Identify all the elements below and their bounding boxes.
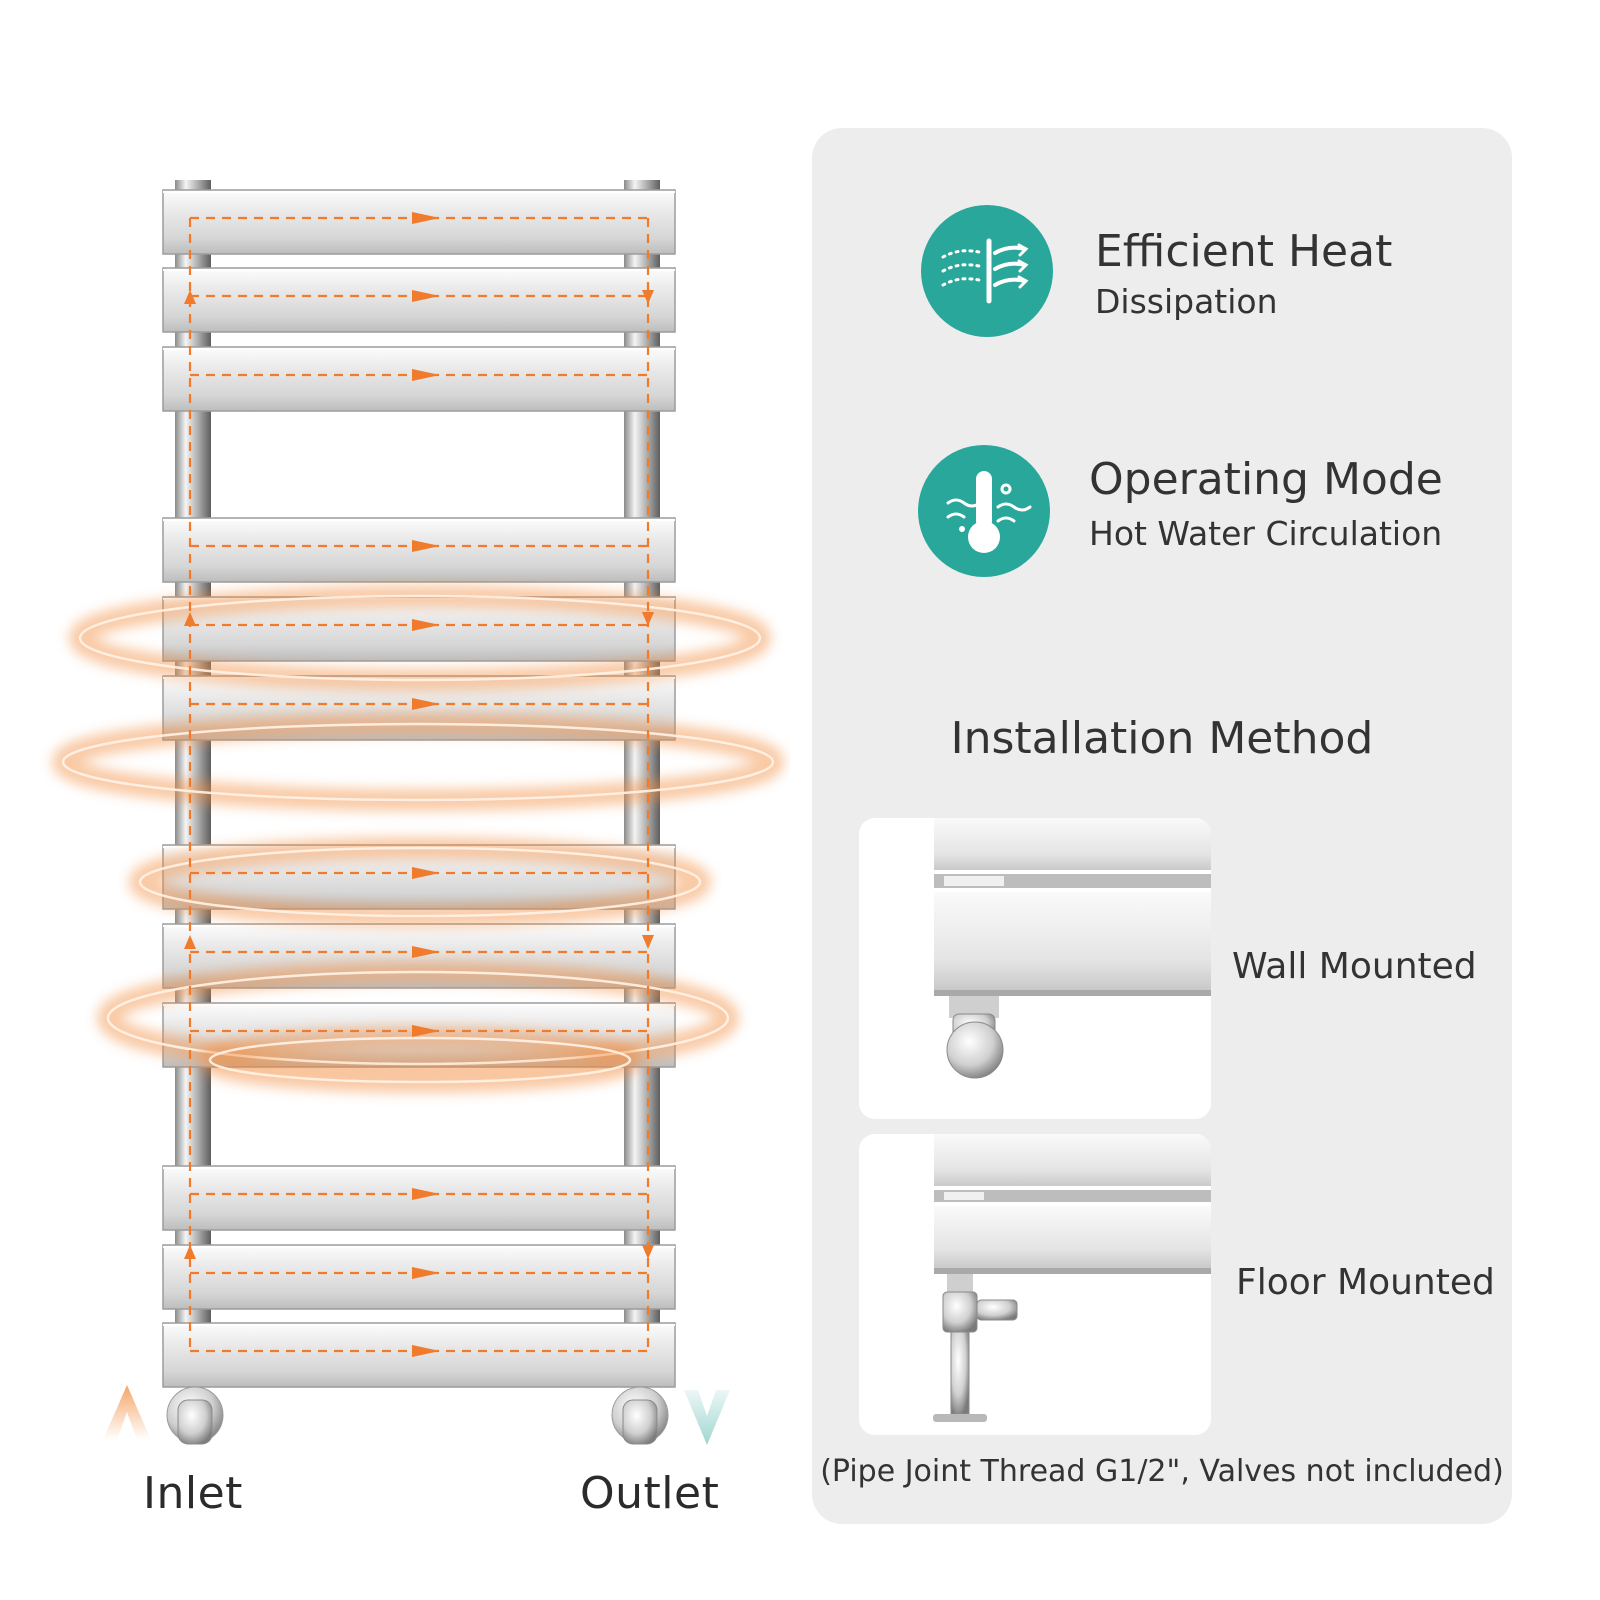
- flow-arrow-icon: [642, 935, 654, 949]
- flow-arrow-icon: [642, 1245, 654, 1259]
- flow-arrow-icon: [642, 612, 654, 626]
- flow-arrow-icon: [412, 1345, 440, 1357]
- info-panel: Efficient Heat Dissipation Operating Mod: [812, 128, 1512, 1524]
- flow-arrow-icon: [184, 612, 196, 626]
- feature-title: Operating Mode: [1089, 454, 1443, 505]
- flow-arrow-icon: [412, 1188, 440, 1200]
- floor-mounted-image: [859, 1134, 1211, 1435]
- flow-arrow-icon: [184, 290, 196, 304]
- flow-arrow-icon: [412, 1025, 440, 1037]
- flow-arrow-icon: [412, 867, 440, 879]
- heat-ring: [78, 594, 762, 682]
- flow-arrow-icon: [184, 935, 196, 949]
- flow-arrow-icon: [412, 212, 440, 224]
- water-flow-lines: [184, 212, 654, 1357]
- radiator-bar: [162, 189, 676, 255]
- inlet-arrow-icon: [103, 1385, 151, 1440]
- flow-arrow-icon: [412, 369, 440, 381]
- feature-subtitle: Dissipation: [1095, 282, 1278, 321]
- inlet-valve: [166, 1386, 224, 1445]
- installation-title: Installation Method: [950, 713, 1374, 764]
- outlet-label: Outlet: [580, 1468, 720, 1519]
- feature-title: Efficient Heat: [1095, 226, 1393, 277]
- radiator-illustration: [52, 180, 784, 1445]
- outlet-arrow-icon: [684, 1390, 730, 1445]
- flow-arrow-icon: [412, 290, 440, 302]
- pipe-thread-note: (Pipe Joint Thread G1/2", Valves not inc…: [820, 1454, 1504, 1489]
- flow-arrow-icon: [412, 540, 440, 552]
- flow-arrow-icon: [184, 1245, 196, 1259]
- flow-arrow-icon: [412, 698, 440, 710]
- flow-arrow-icon: [412, 619, 440, 631]
- heat-ring: [208, 1036, 632, 1084]
- flow-arrow-icon: [412, 946, 440, 958]
- heat-ring: [138, 846, 702, 918]
- outlet-valve: [611, 1386, 669, 1445]
- inlet-label: Inlet: [143, 1468, 243, 1519]
- heat-waves: [52, 585, 784, 1093]
- flow-arrow-icon: [412, 1267, 440, 1279]
- feature-subtitle: Hot Water Circulation: [1089, 514, 1443, 553]
- wall-mounted-image: [859, 818, 1211, 1119]
- thermometer-water-icon: [918, 445, 1050, 577]
- floor-mounted-label: Floor Mounted: [1236, 1262, 1495, 1303]
- flow-arrow-icon: [642, 290, 654, 304]
- wall-mounted-label: Wall Mounted: [1232, 946, 1477, 987]
- heat-ring: [106, 970, 730, 1066]
- heat-ring: [61, 722, 775, 802]
- heat-dissipation-icon: [921, 205, 1053, 337]
